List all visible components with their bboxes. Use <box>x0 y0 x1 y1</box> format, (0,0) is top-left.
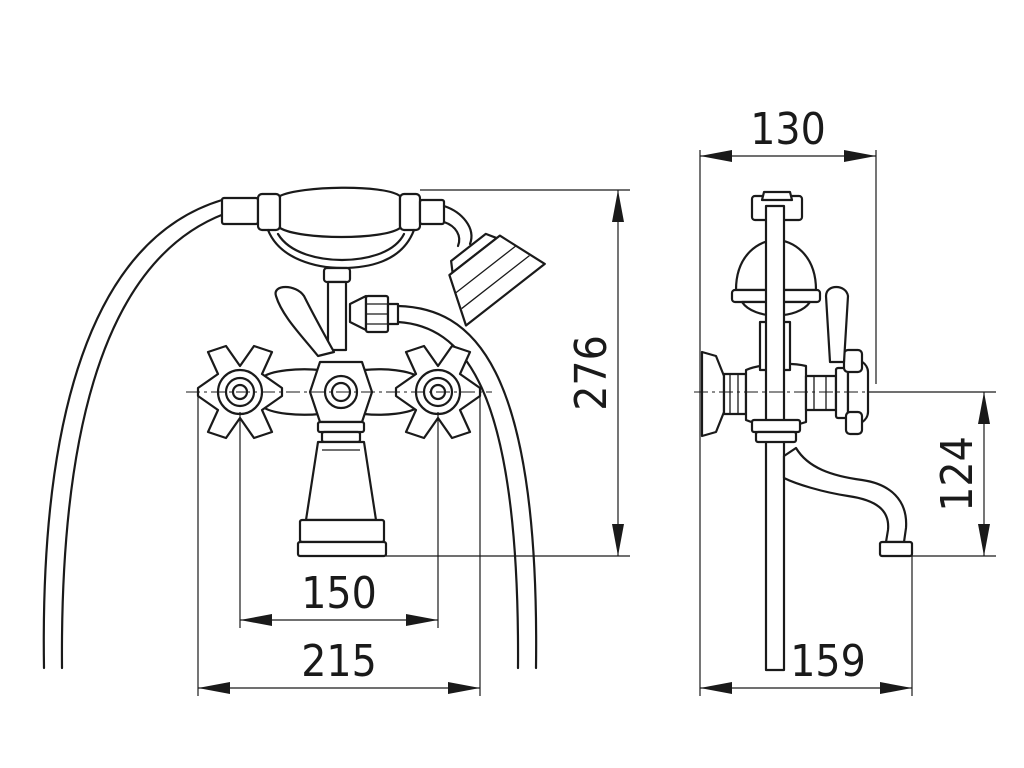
front-view: 150 215 276 <box>42 186 630 696</box>
side-cross-handle <box>834 348 870 436</box>
dim-spout-reach: 159 <box>790 636 866 687</box>
side-view: 130 124 159 <box>694 104 996 696</box>
wall-flange <box>700 350 726 438</box>
shower-head <box>442 204 546 327</box>
dim-depth: 130 <box>750 104 826 155</box>
shower-hose <box>42 198 226 670</box>
diverter <box>274 266 400 358</box>
spout <box>782 446 908 544</box>
dim-inlet-spacing: 150 <box>301 568 377 619</box>
dim-overall-width: 215 <box>301 636 377 687</box>
dim-spout-height: 124 <box>932 436 983 512</box>
hand-shower-handle <box>220 186 446 270</box>
dim-height-overall: 276 <box>566 335 617 411</box>
